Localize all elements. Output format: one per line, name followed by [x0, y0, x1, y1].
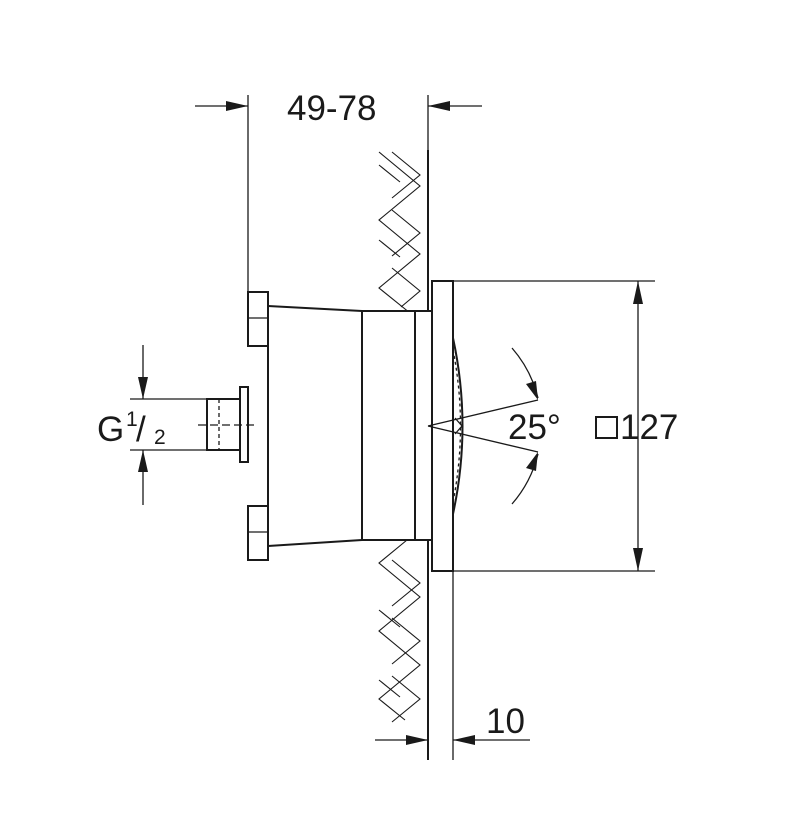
thread-numerator: 1 — [126, 408, 138, 431]
plate-size-label: 127 — [620, 408, 678, 447]
wall-hatching-upper — [378, 151, 421, 314]
spray-angle-label: 25° — [508, 408, 561, 447]
dimension-thread — [130, 345, 207, 505]
dimension-plate-thickness — [375, 571, 530, 760]
wall-hatching-lower — [378, 539, 421, 723]
spray-angle-lines — [427, 347, 539, 505]
thread-denominator: 2 — [154, 426, 166, 449]
thread-letter: G — [97, 410, 124, 449]
thread-slash: / — [136, 410, 146, 449]
mounting-depth-label: 49-78 — [287, 89, 377, 128]
mounting-body — [267, 305, 433, 547]
nozzle-head — [452, 337, 464, 515]
flange-top — [247, 291, 269, 347]
square-outline-icon — [595, 416, 618, 439]
dimension-plate-size — [453, 280, 655, 572]
cover-plate — [431, 280, 454, 572]
dimension-mounting-depth — [195, 95, 482, 292]
thread-label: G 1 / 2 — [97, 408, 166, 449]
inlet-connection — [198, 386, 258, 463]
plate-thickness-label: 10 — [486, 702, 525, 741]
flange-bottom — [247, 505, 269, 561]
